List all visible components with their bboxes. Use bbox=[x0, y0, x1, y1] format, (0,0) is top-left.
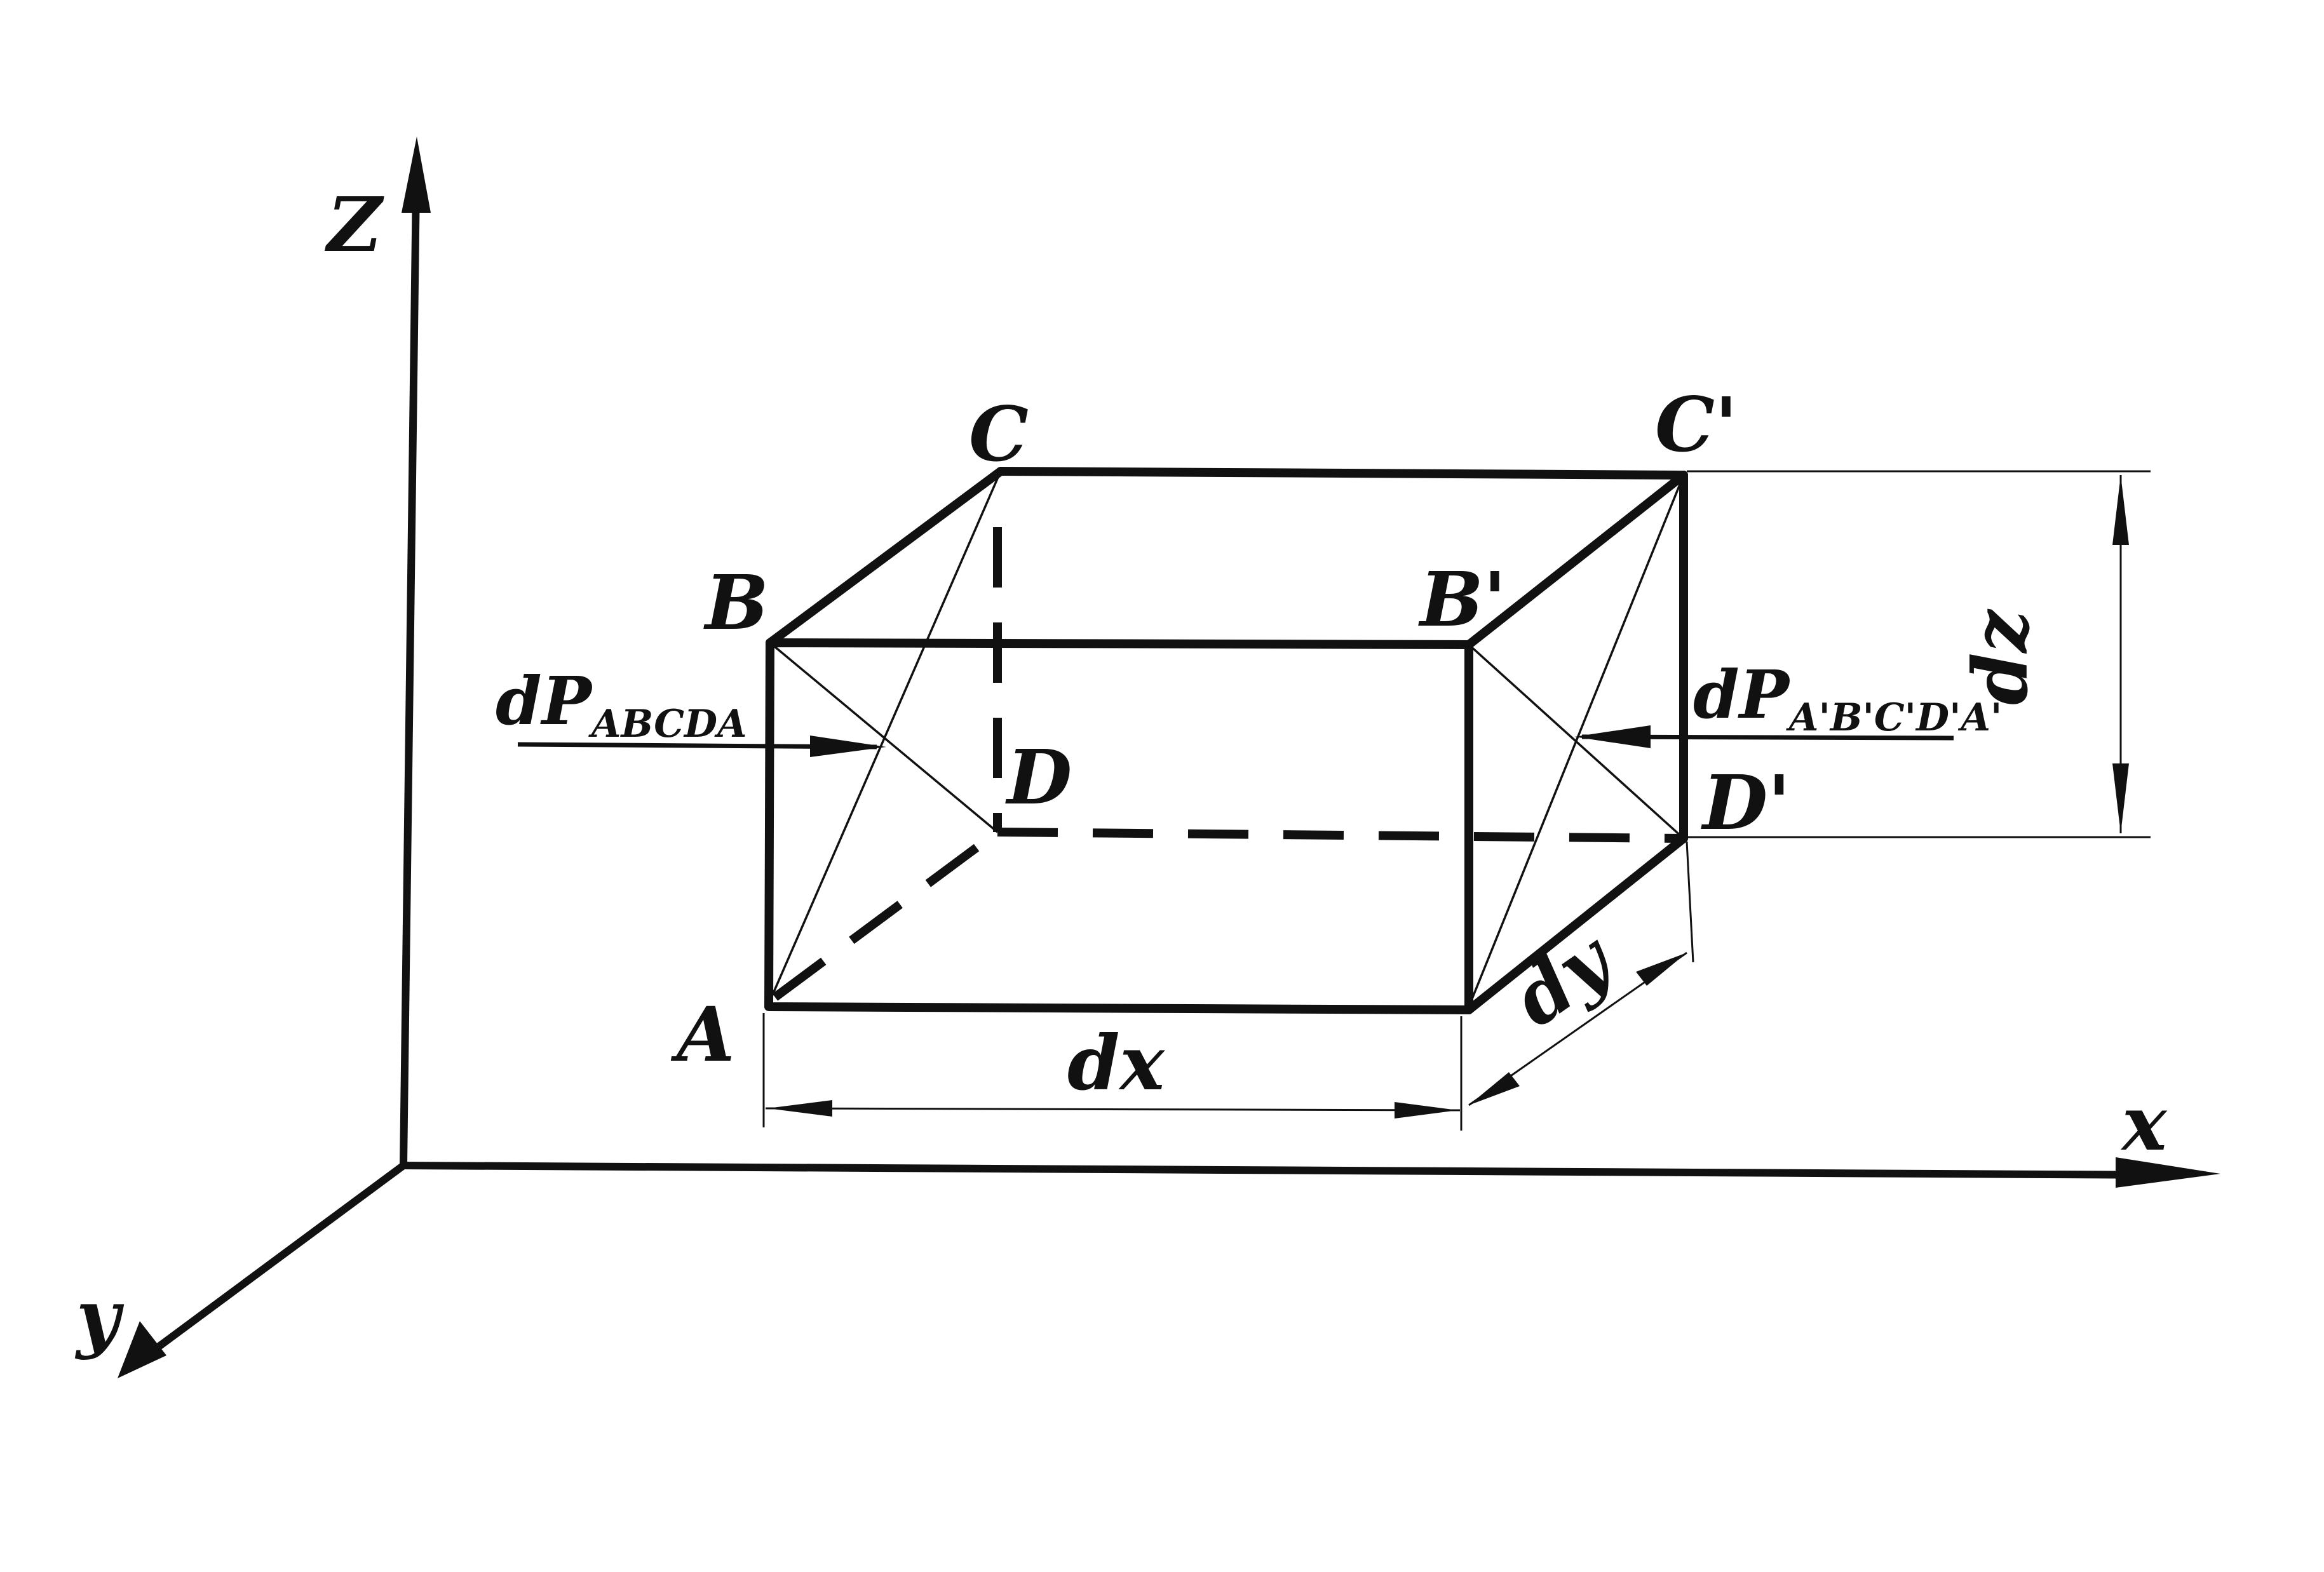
dy-arrow-bottom bbox=[1469, 1072, 1520, 1105]
x-axis-arrowhead bbox=[2116, 1157, 2220, 1188]
force-right bbox=[1574, 725, 1954, 748]
force-labels: dPABCDA dPA'B'C'D'A' bbox=[496, 655, 2002, 746]
vertex-labels: A B C D B' C' D' bbox=[670, 380, 1790, 1078]
edge-B-C bbox=[766, 467, 1005, 647]
x-axis-label: x bbox=[2120, 1079, 2168, 1167]
vertex-label-B-prime: B' bbox=[1418, 555, 1506, 643]
dz-arrow-bottom bbox=[2112, 763, 2129, 833]
dimension-dz bbox=[1687, 470, 2151, 838]
edge-B-prime-C-prime bbox=[1464, 471, 1688, 649]
axis-labels: Z x y bbox=[74, 180, 2168, 1361]
vertex-label-C-prime: C' bbox=[1655, 380, 1738, 469]
coordinate-axes bbox=[118, 137, 2220, 1378]
y-axis-label: y bbox=[74, 1273, 125, 1361]
dy-extension-right bbox=[1686, 841, 1694, 963]
visible-edges bbox=[764, 467, 1688, 1014]
dx-arrow-left bbox=[767, 1100, 832, 1117]
dz-label: dz bbox=[1956, 608, 2044, 705]
dy-arrow-top bbox=[1636, 953, 1687, 986]
z-axis-label: Z bbox=[325, 180, 384, 269]
force-left-label: dPABCDA bbox=[496, 662, 747, 746]
dz-arrow-top bbox=[2112, 475, 2129, 545]
force-left-label-subscript: ABCDA bbox=[588, 702, 747, 746]
force-left-arrowhead bbox=[810, 736, 886, 757]
dx-dimension-line bbox=[765, 1107, 1461, 1112]
dy-label: dy bbox=[1497, 913, 1630, 1044]
z-axis-arrowhead bbox=[402, 137, 431, 213]
y-axis bbox=[155, 1162, 407, 1350]
edge-C-C-prime bbox=[996, 467, 1688, 480]
vertex-label-D-prime: D' bbox=[1701, 758, 1790, 847]
dx-arrow-right bbox=[1395, 1102, 1458, 1119]
force-left-label-main: dP bbox=[496, 662, 593, 740]
z-axis bbox=[400, 180, 420, 1169]
edge-A-prime-D-prime bbox=[1464, 834, 1688, 1014]
diag-B-D bbox=[769, 642, 999, 833]
force-right-label-subscript: A'B'C'D'A' bbox=[1786, 695, 2002, 740]
y-axis-arrowhead bbox=[118, 1321, 166, 1378]
diag-A-prime-C-prime bbox=[1466, 474, 1685, 1011]
face-diagonals bbox=[767, 471, 1685, 1011]
diag-B-prime-D-prime bbox=[1468, 643, 1685, 840]
dx-label: dx bbox=[1067, 1019, 1166, 1107]
force-right-label: dPA'B'C'D'A' bbox=[1693, 655, 2002, 740]
edge-A-D bbox=[772, 828, 1001, 1001]
force-left bbox=[517, 736, 886, 757]
vertex-label-D: D bbox=[1005, 733, 1072, 821]
vertex-label-C: C bbox=[969, 390, 1029, 478]
vertex-label-A: A bbox=[670, 990, 735, 1078]
front-face bbox=[764, 638, 1473, 1014]
dimension-dx bbox=[762, 1013, 1463, 1131]
vertex-label-B: B bbox=[703, 558, 769, 647]
dimension-labels: dx dy dz bbox=[1067, 608, 2044, 1107]
dimension-dy bbox=[1468, 841, 1694, 1106]
hidden-edges bbox=[772, 527, 1684, 1001]
x-axis bbox=[400, 1162, 2170, 1179]
force-right-arrowhead bbox=[1574, 725, 1651, 748]
edge-D-D-prime bbox=[997, 828, 1684, 843]
force-right-label-main: dP bbox=[1693, 655, 1791, 734]
